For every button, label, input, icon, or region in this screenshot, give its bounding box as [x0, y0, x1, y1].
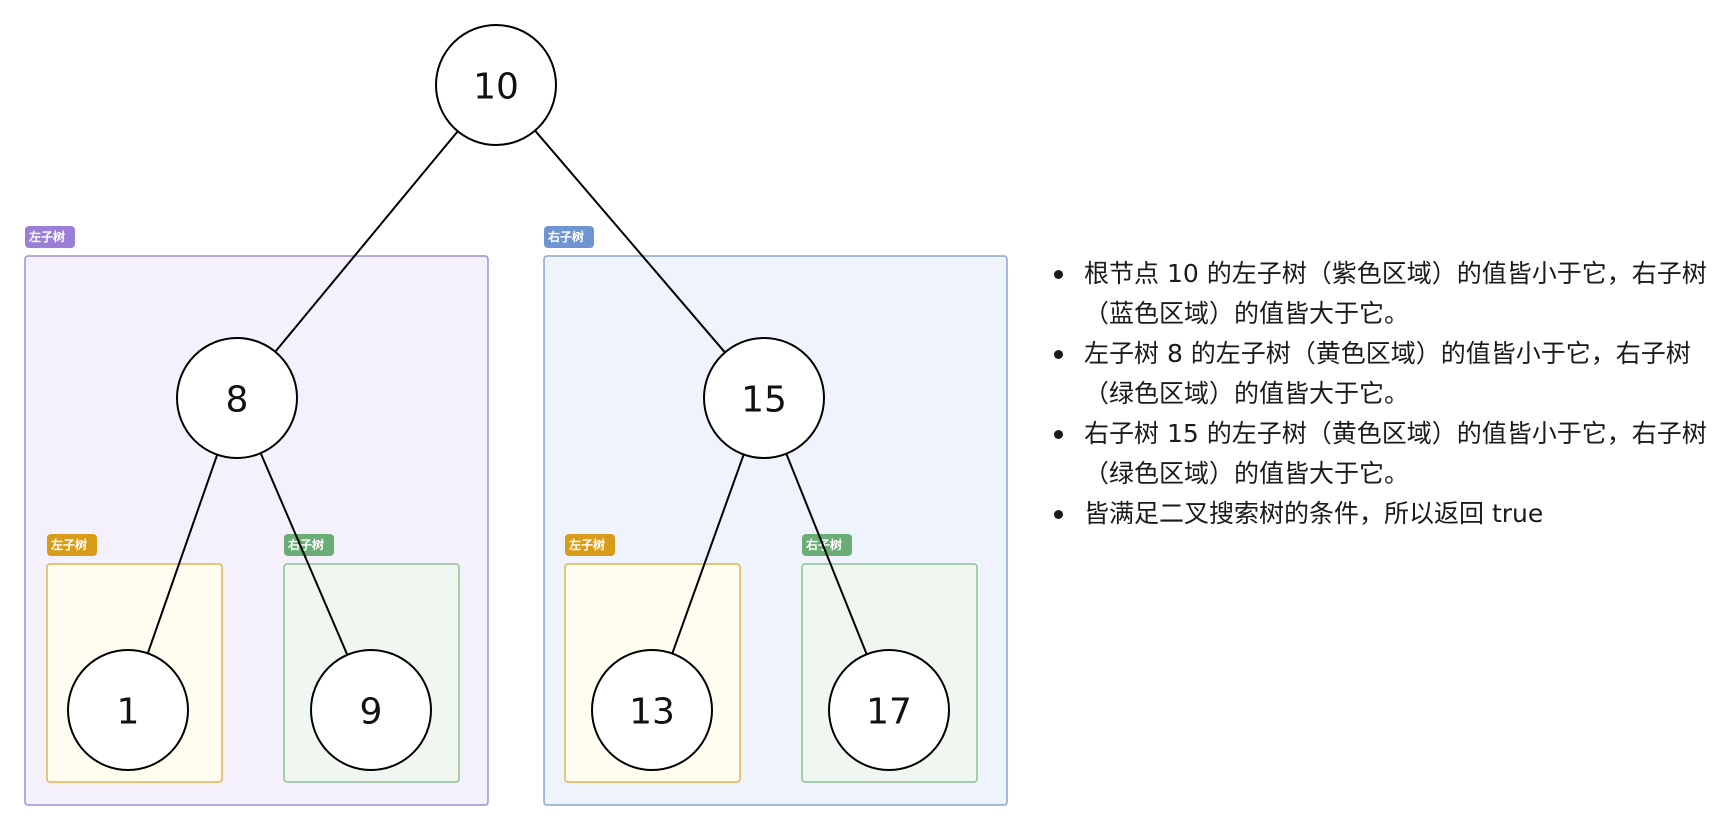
subtree-tag-label: 左子树	[50, 537, 87, 552]
tree-node-8: 8	[176, 337, 298, 459]
tree-edge	[671, 454, 745, 654]
tree-node-10: 10	[435, 24, 557, 146]
node-value: 9	[360, 692, 383, 733]
subtree-tag-label: 左子树	[28, 229, 65, 244]
tree-edge	[785, 453, 868, 655]
tree-node-15: 15	[703, 337, 825, 459]
note-item: 根节点 10 的左子树（紫色区域）的值皆小于它，右子树（蓝色区域）的值皆大于它。	[1052, 254, 1712, 334]
subtree-tag: 右子树	[544, 226, 594, 248]
tree-edge	[274, 130, 459, 353]
node-value: 17	[866, 692, 912, 733]
node-value: 10	[473, 67, 519, 108]
node-value: 1	[117, 692, 140, 733]
subtree-tag: 右子树	[284, 534, 334, 556]
tree-node-1: 1	[67, 649, 189, 771]
explanation-list: 根节点 10 的左子树（紫色区域）的值皆小于它，右子树（蓝色区域）的值皆大于它。…	[1052, 254, 1712, 534]
tree-edge	[534, 129, 726, 354]
subtree-tag-label: 右子树	[547, 229, 584, 244]
subtree-tag-label: 左子树	[568, 537, 605, 552]
subtree-tag: 左子树	[25, 226, 75, 248]
node-value: 13	[629, 692, 675, 733]
subtree-tag: 左子树	[47, 534, 97, 556]
tree-node-17: 17	[828, 649, 950, 771]
note-item: 皆满足二叉搜索树的条件，所以返回 true	[1052, 494, 1712, 534]
note-item: 左子树 8 的左子树（黄色区域）的值皆小于它，右子树（绿色区域）的值皆大于它。	[1052, 334, 1712, 414]
subtree-tag: 左子树	[565, 534, 615, 556]
tree-edge	[146, 454, 219, 654]
subtree-tag-label: 右子树	[287, 537, 324, 552]
note-item: 右子树 15 的左子树（黄色区域）的值皆小于它，右子树（绿色区域）的值皆大于它。	[1052, 414, 1712, 494]
node-value: 8	[226, 380, 249, 421]
tree-edge	[259, 452, 349, 656]
node-value: 15	[741, 380, 787, 421]
tree-node-13: 13	[591, 649, 713, 771]
tree-node-9: 9	[310, 649, 432, 771]
